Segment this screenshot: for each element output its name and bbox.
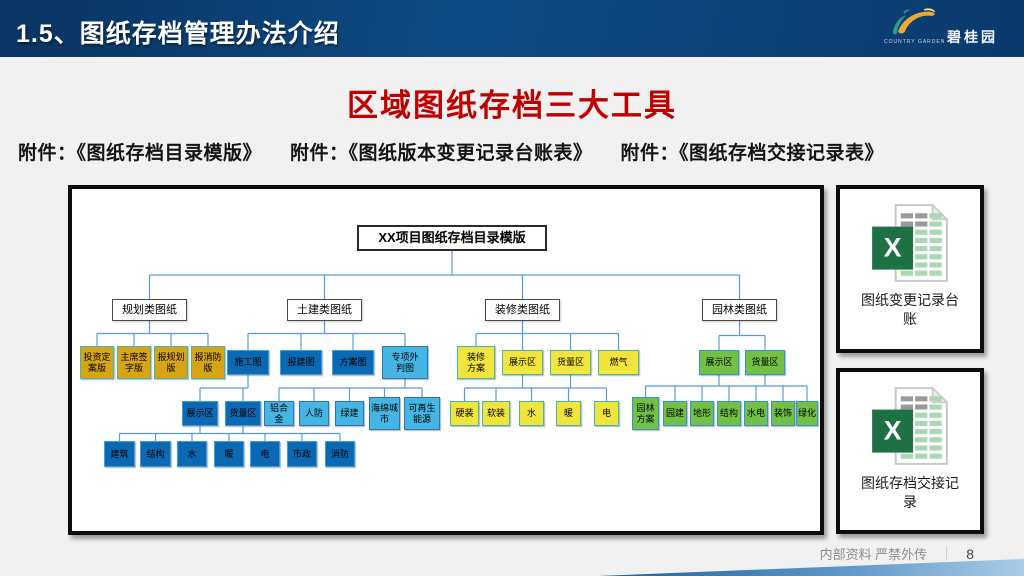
- node-gl: 绿化: [796, 401, 818, 426]
- node-ys: 展示区: [699, 350, 739, 375]
- node-gh: 规划类图纸: [112, 299, 187, 321]
- node-gd: 地形: [690, 401, 714, 426]
- node-ys2: 水: [519, 401, 544, 426]
- node-zs: 展示区: [502, 350, 543, 375]
- confidential-note: 内部资料 严禁外传: [819, 547, 928, 562]
- node-zf: 装修 方案: [457, 346, 495, 379]
- node-b6: 市政: [287, 441, 317, 467]
- node-bzh: 货量区: [225, 401, 261, 426]
- svg-text:X: X: [884, 415, 902, 445]
- node-lj: 绿建: [335, 401, 364, 426]
- excel-icon: X: [872, 203, 949, 282]
- svg-text:X: X: [884, 232, 902, 262]
- node-yz: 硬装: [450, 401, 479, 426]
- diagram-canvas: XX项目图纸存档目录模版规划类图纸 土建类图纸 装修类图纸 园林类图纸投资定 案版主席…: [72, 189, 820, 531]
- node-p2: 主席签 字版: [117, 346, 151, 379]
- node-rz: 软装: [482, 401, 510, 426]
- brand-name: 碧桂园: [947, 29, 998, 45]
- footer-divider: ｜: [939, 546, 955, 563]
- panel-label: 图纸变更记录台账: [861, 292, 959, 327]
- node-gg: 结构: [717, 401, 741, 426]
- attachment-ref-1: 附件：《图纸存档目录模版》: [18, 143, 263, 164]
- diagram-box: XX项目图纸存档目录模版规划类图纸 土建类图纸 装修类图纸 园林类图纸投资定 案版主席…: [68, 185, 824, 535]
- page-title: 1.5、图纸存档管理办法介绍: [16, 20, 340, 48]
- connector-lines: [96, 251, 808, 441]
- panel-label: 图纸存档交接记录: [861, 475, 959, 510]
- node-p3: 报规划 版: [154, 346, 188, 379]
- node-zx: 装修类图纸: [485, 299, 560, 321]
- brand-swoosh-icon: [892, 8, 936, 35]
- node-yl: 园林类图纸: [702, 299, 777, 321]
- node-sg: 施工图: [227, 350, 269, 375]
- node-zw: 专项外 判图: [382, 346, 428, 379]
- brand-subtitle: COUNTRY GARDEN: [884, 39, 946, 45]
- attachment-ref-3: 附件：《图纸存档交接记录表》: [620, 143, 885, 164]
- node-b5: 电: [250, 441, 280, 467]
- excel-icon: X: [872, 386, 949, 465]
- attachments-row: 附件：《图纸存档目录模版》 附件：《图纸版本变更记录台账表》 附件：《图纸存档交接记…: [18, 138, 1008, 165]
- brand-logo: COUNTRY GARDEN 碧桂园: [878, 5, 998, 53]
- node-zh: 货量区: [550, 350, 591, 375]
- node-b1: 建筑: [104, 441, 135, 467]
- node-gs: 水电: [744, 401, 768, 426]
- excel-attachment-panel-change-log[interactable]: X 图纸变更记录台账: [836, 185, 984, 353]
- footer: 内部资料 严禁外传 ｜ 8: [820, 543, 974, 564]
- header-bar: 1.5、图纸存档管理办法介绍 COUNTRY GARDEN 碧桂园: [0, 0, 1024, 57]
- node-gj: 园建: [663, 401, 687, 426]
- slide-title: 区域图纸存档三大工具: [347, 88, 677, 123]
- excel-attachment-panel-handover[interactable]: X 图纸存档交接记录: [836, 368, 984, 534]
- node-p1: 投资定 案版: [80, 346, 114, 379]
- node-b2: 结构: [140, 441, 171, 467]
- node-gf: 园林 方案: [632, 397, 659, 430]
- node-b4: 暖: [214, 441, 244, 467]
- node-tj: 土建类图纸: [287, 299, 362, 321]
- node-yd: 电: [594, 401, 619, 426]
- node-gz: 装饰: [771, 401, 795, 426]
- node-fa: 方案图: [332, 350, 374, 375]
- node-lh: 铝合金: [264, 401, 294, 426]
- node-yn: 暖: [556, 401, 581, 426]
- node-bzs: 展示区: [182, 401, 218, 426]
- node-root: XX项目图纸存档目录模版: [357, 225, 547, 251]
- node-rf: 人防: [299, 401, 329, 426]
- page-number: 8: [966, 545, 974, 562]
- node-rq: 燃气: [598, 350, 639, 375]
- attachment-ref-2: 附件：《图纸版本变更记录台账表》: [290, 143, 593, 164]
- node-yh: 货量区: [745, 350, 785, 375]
- node-hm: 海绵城 市: [369, 397, 400, 430]
- node-b7: 消防: [325, 441, 355, 467]
- node-p4: 报消防 版: [191, 346, 225, 379]
- node-bj: 报建图: [280, 350, 322, 375]
- node-kz: 可再生 能源: [404, 397, 440, 430]
- node-b3: 水: [177, 441, 207, 467]
